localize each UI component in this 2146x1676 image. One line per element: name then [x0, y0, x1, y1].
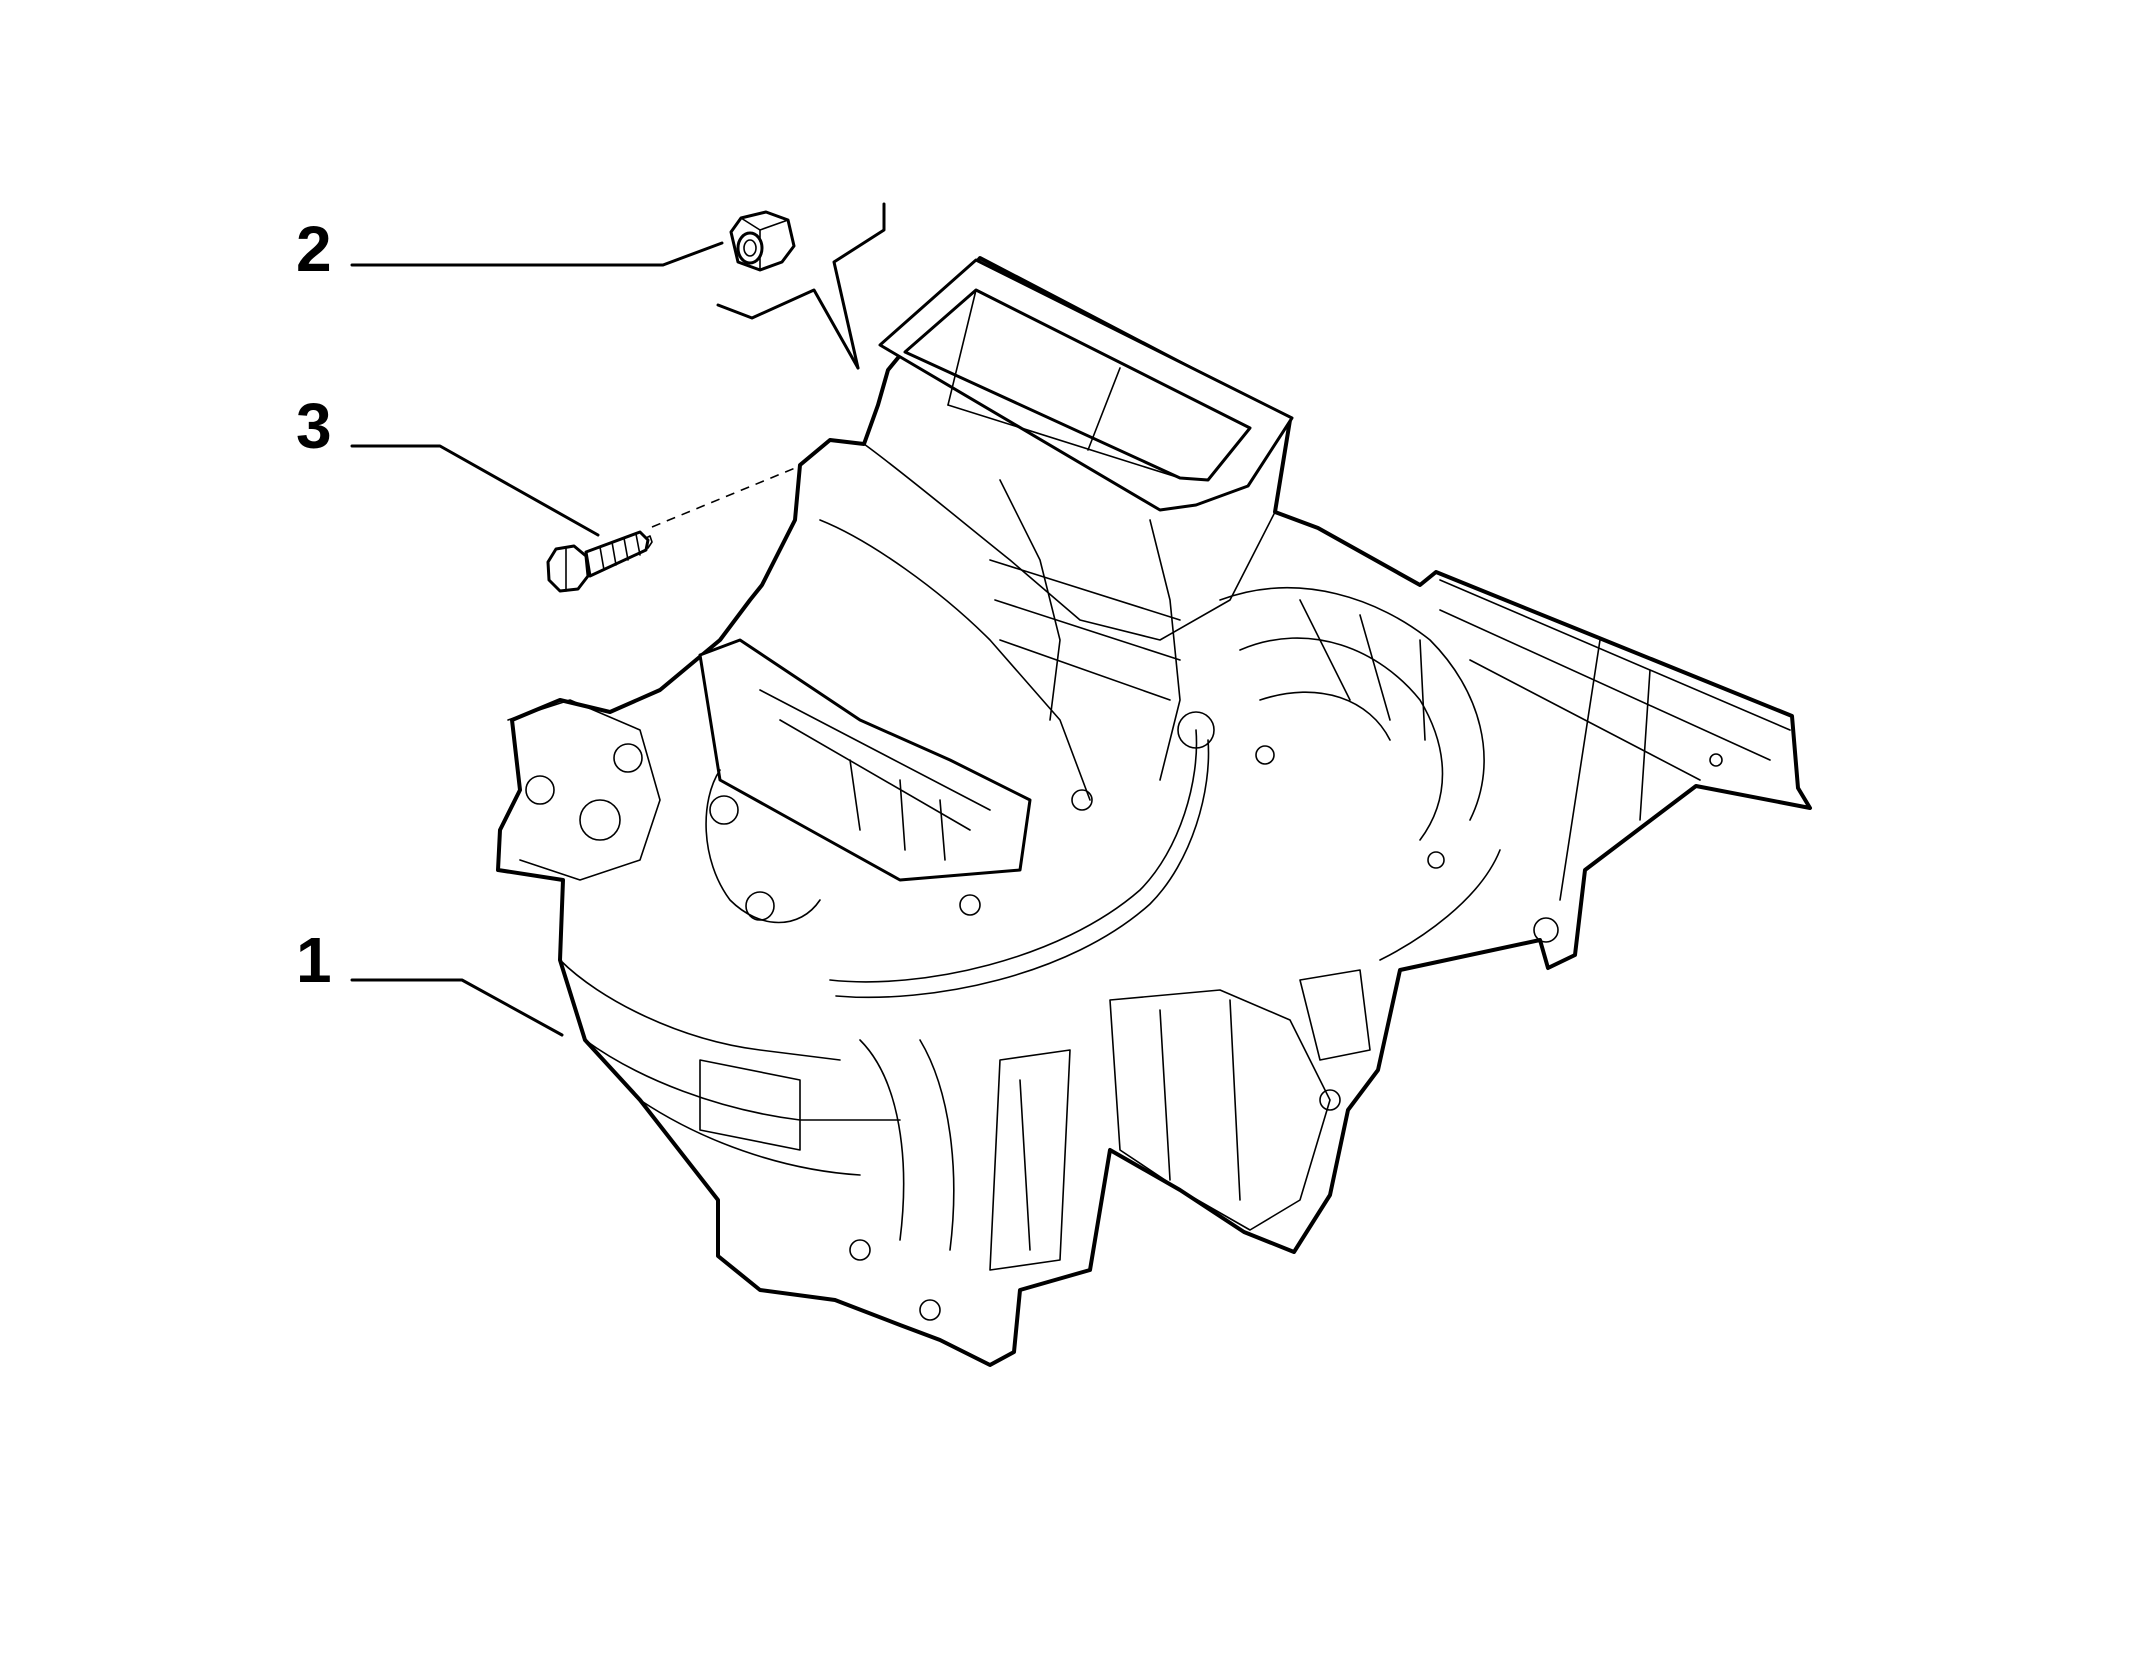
callout-label-3: 3 [296, 390, 332, 462]
break-mark-left [716, 288, 860, 370]
hvac-heater-blower-unit-icon [496, 256, 1812, 1367]
leader-line-1 [350, 978, 564, 1037]
screw-axis-dashed-line [651, 465, 801, 528]
leader-line-2 [350, 241, 724, 267]
leader-line-3 [350, 444, 600, 537]
break-mark-right [832, 202, 886, 370]
hex-nut-icon [729, 210, 796, 272]
callout-label-1: 1 [296, 924, 332, 996]
callout-label-2: 2 [296, 213, 332, 285]
flange-screw-icon [546, 530, 653, 593]
